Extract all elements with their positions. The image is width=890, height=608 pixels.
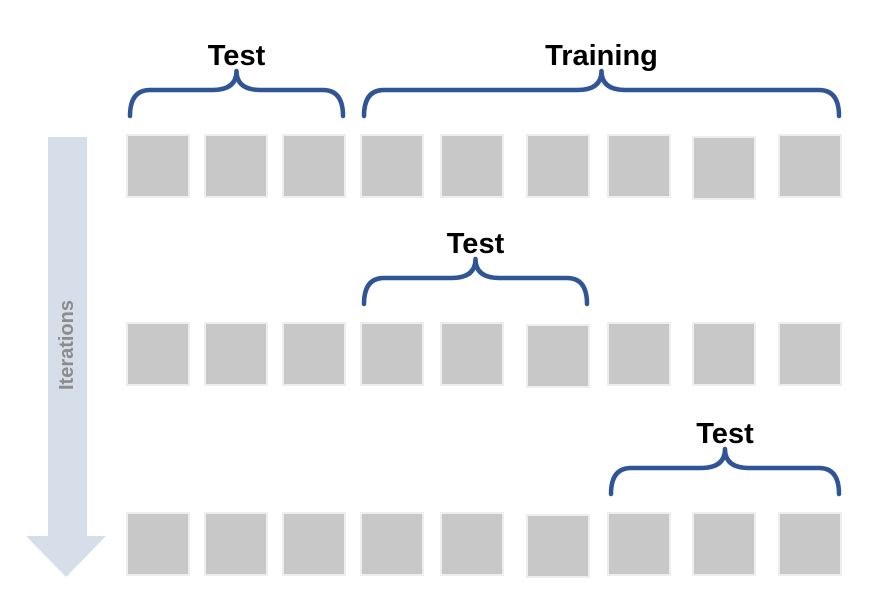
- test-brace-group: Test: [608, 418, 842, 497]
- fold-box: [692, 322, 756, 386]
- fold-box: [526, 324, 590, 388]
- fold-box: [692, 136, 756, 200]
- fold-box: [692, 512, 756, 576]
- fold-box: [526, 134, 590, 198]
- fold-box: [126, 322, 190, 386]
- fold-box: [778, 134, 842, 198]
- fold-box: [607, 322, 671, 386]
- test-brace: [361, 256, 590, 307]
- test-label: Test: [208, 40, 266, 72]
- fold-box: [126, 134, 190, 198]
- iterations-arrow-shape: [26, 137, 106, 577]
- fold-box: [607, 134, 671, 198]
- fold-box: [526, 514, 590, 578]
- fold-box: [204, 512, 268, 576]
- fold-box: [282, 322, 346, 386]
- training-label: Training: [545, 40, 658, 72]
- fold-box: [282, 134, 346, 198]
- test-label: Test: [447, 228, 505, 260]
- fold-box: [360, 134, 424, 198]
- iteration-row-1: Test Training: [126, 40, 842, 200]
- fold-box: [778, 322, 842, 386]
- fold-box: [360, 322, 424, 386]
- fold-box: [126, 512, 190, 576]
- iterations-arrow: Iterations: [26, 137, 106, 577]
- fold-box: [204, 134, 268, 198]
- fold-box: [282, 512, 346, 576]
- fold-box: [204, 322, 268, 386]
- iterations-label: Iterations: [56, 300, 78, 390]
- iteration-row-2: Test: [126, 228, 842, 388]
- fold-box: [440, 322, 504, 386]
- iteration-row-3: Test: [126, 418, 842, 578]
- training-brace: [361, 68, 842, 119]
- fold-box: [360, 512, 424, 576]
- fold-box: [778, 512, 842, 576]
- test-brace: [127, 68, 346, 119]
- test-label: Test: [696, 418, 754, 450]
- test-brace-group: Test: [127, 40, 346, 119]
- training-brace-group: Training: [361, 40, 842, 119]
- fold-box: [440, 512, 504, 576]
- test-brace-group: Test: [361, 228, 590, 307]
- fold-box: [607, 512, 671, 576]
- test-brace: [608, 446, 842, 497]
- fold-box: [440, 134, 504, 198]
